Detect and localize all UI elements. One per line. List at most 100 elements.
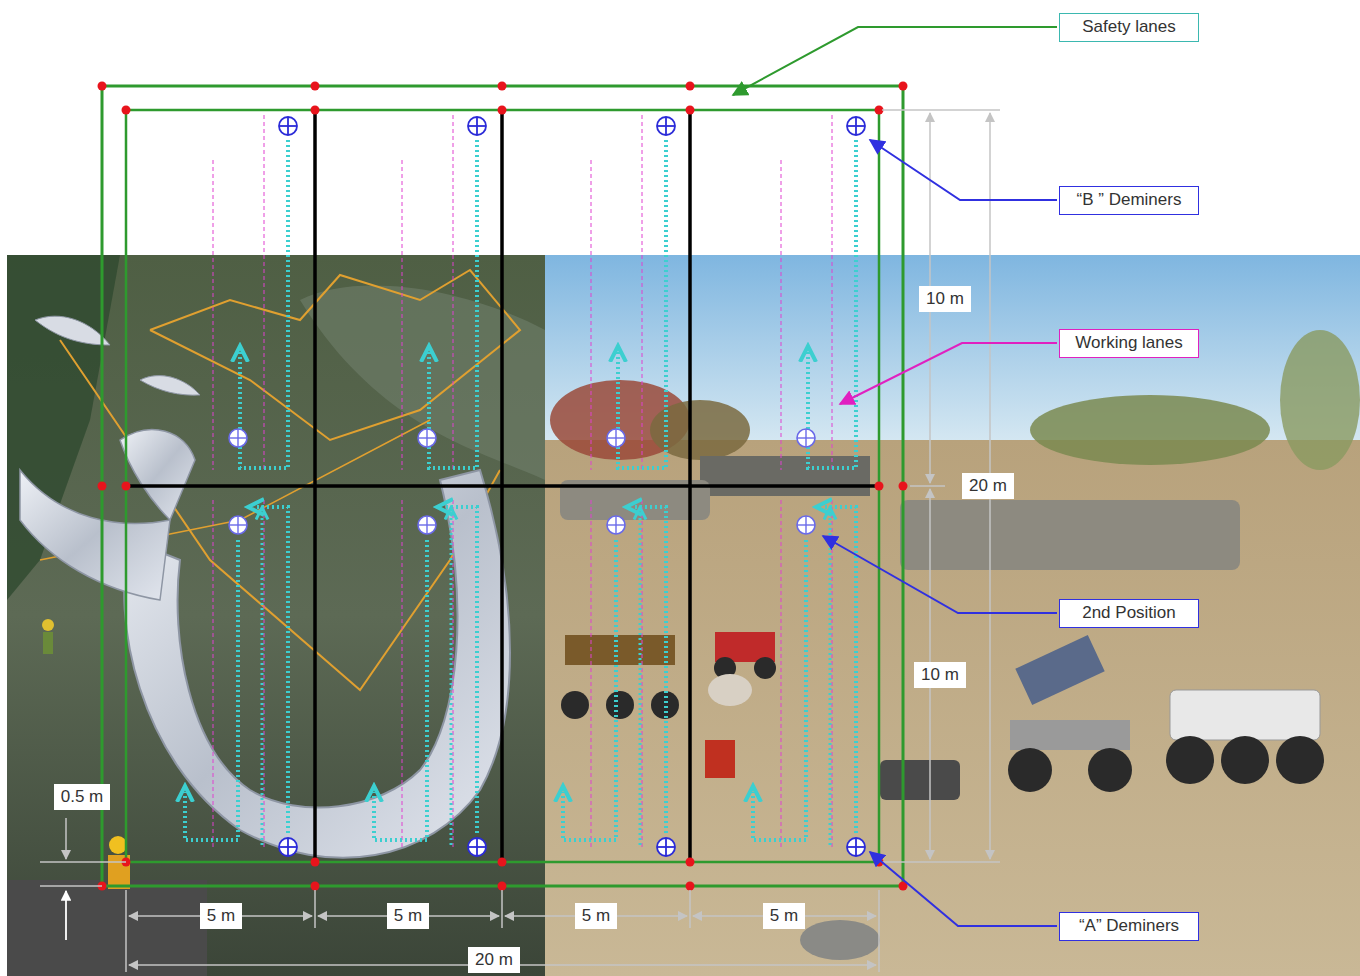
marker-dot	[122, 106, 131, 115]
robot-arm	[120, 430, 195, 520]
extension-line	[878, 890, 880, 972]
rover	[714, 632, 776, 679]
dimension-label: 5 m	[200, 903, 242, 929]
solar-panel	[1015, 635, 1104, 705]
drone	[35, 316, 110, 345]
extension-line	[501, 890, 503, 928]
dimension-line	[65, 891, 67, 940]
rock	[708, 674, 752, 706]
extension-line	[40, 885, 102, 887]
rover	[1166, 690, 1324, 784]
marker-dot	[686, 82, 695, 91]
callout-box: Safety lanes	[1059, 13, 1199, 42]
dimension-label: 5 m	[575, 903, 617, 929]
robot-illustration	[7, 255, 545, 976]
dimension-line	[65, 818, 67, 859]
rover	[561, 635, 679, 719]
rover-body	[1170, 690, 1320, 740]
leader-line	[823, 536, 1057, 613]
leader-line	[870, 140, 1057, 200]
rover-wheel	[754, 657, 776, 679]
worker	[109, 836, 127, 854]
leader-line	[840, 343, 1057, 404]
marker-dot	[311, 82, 320, 91]
rover-wheel	[651, 691, 679, 719]
grid-line	[126, 484, 879, 488]
road	[7, 880, 207, 976]
dimension-label: 0.5 m	[54, 784, 111, 810]
extension-line	[40, 861, 126, 863]
dimension-lines	[40, 110, 1000, 972]
rover	[1008, 635, 1132, 792]
marker-dot	[98, 482, 107, 491]
box-grid	[126, 110, 879, 862]
callout-text: “B ” Deminers	[1077, 190, 1182, 210]
rover-wheel	[1008, 748, 1052, 792]
callout-box: “B ” Deminers	[1059, 186, 1199, 215]
marker-dot	[98, 82, 107, 91]
worker	[42, 619, 54, 631]
dimension-label: 5 m	[387, 903, 429, 929]
safety-lanes	[102, 86, 903, 886]
rover-photo	[545, 255, 1360, 976]
leader-line	[870, 852, 1057, 926]
callout-text: Safety lanes	[1082, 17, 1176, 37]
small-robot	[705, 740, 735, 778]
callout-box: 2nd Position	[1059, 599, 1199, 628]
safety-lane-inner	[126, 110, 879, 862]
worker	[43, 632, 53, 654]
dimension-label: 10 m	[919, 286, 971, 312]
dimension-label: 20 m	[962, 473, 1014, 499]
marker-dot	[122, 482, 131, 491]
callout-text: “A” Deminers	[1079, 916, 1179, 936]
callout-text: 2nd Position	[1082, 603, 1176, 623]
callout-box: “A” Deminers	[1059, 912, 1199, 941]
extension-line	[689, 890, 691, 928]
marker-dot	[498, 82, 507, 91]
marker-dot	[899, 482, 908, 491]
stone-wall	[900, 500, 1240, 570]
extension-line	[882, 861, 1000, 863]
marker-dot	[686, 106, 695, 115]
trees	[1280, 330, 1360, 470]
marker-dot	[498, 106, 507, 115]
tracked-robot	[880, 760, 960, 800]
marker-dot	[899, 82, 908, 91]
illustration-ground	[7, 255, 545, 976]
safety-lane-outer	[102, 86, 903, 886]
rover-body	[1010, 720, 1130, 750]
leader-line	[733, 27, 1057, 95]
rover-wheel	[1088, 748, 1132, 792]
callout-text: Working lanes	[1075, 333, 1182, 353]
leader-lines	[733, 27, 1057, 926]
marker-dot	[311, 882, 320, 891]
extension-line	[314, 890, 316, 928]
marker-dot	[498, 882, 507, 891]
corner-markers	[98, 82, 908, 891]
marker-dot	[875, 482, 884, 491]
marker-dot	[498, 858, 507, 867]
drone	[140, 376, 200, 396]
callout-box: Working lanes	[1059, 329, 1199, 358]
stone-tank	[700, 456, 870, 496]
extension-line	[910, 485, 945, 487]
drone-network	[150, 270, 520, 440]
extension-line	[125, 890, 127, 972]
rover-wheel	[1276, 736, 1324, 784]
marker-dot	[311, 858, 320, 867]
dimension-label: 20 m	[468, 947, 520, 973]
marker-dot	[686, 858, 695, 867]
worker	[108, 855, 130, 889]
trees	[1030, 395, 1270, 465]
rover-wheel	[1166, 736, 1214, 784]
rock	[800, 920, 880, 960]
rover-wheel	[561, 691, 589, 719]
rover-wheel	[1221, 736, 1269, 784]
rover-body	[565, 635, 675, 665]
extension-line	[882, 109, 1000, 111]
